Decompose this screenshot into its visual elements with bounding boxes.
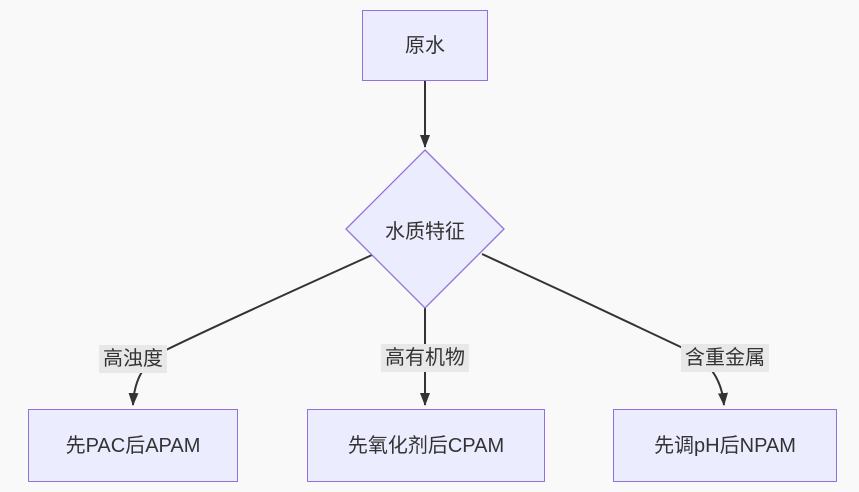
node-action-ph-npam-label: 先调pH后NPAM [654, 434, 796, 457]
node-action-oxidant-cpam-label: 先氧化剂后CPAM [347, 434, 505, 457]
node-action-pac-apam: 先PAC后APAM [28, 409, 238, 482]
edge-label-heavy-metals-text: 含重金属 [685, 347, 765, 369]
node-action-pac-apam-label: 先PAC后APAM [65, 434, 201, 457]
node-action-oxidant-cpam: 先氧化剂后CPAM [307, 409, 545, 482]
node-decision-label: 水质特征 [385, 221, 465, 243]
edge-label-high-organics: 高有机物 [381, 344, 469, 372]
edge-decision-to-ph-npam [481, 253, 728, 406]
edge-decision-to-pac-apam [128, 254, 373, 406]
edge-label-high-organics-text: 高有机物 [385, 347, 465, 369]
node-raw-water-label: 原水 [405, 34, 445, 57]
node-decision-water-quality: 水质特征 [345, 150, 505, 309]
edge-label-heavy-metals: 含重金属 [681, 344, 769, 372]
node-action-ph-npam: 先调pH后NPAM [613, 409, 837, 482]
decision-diamond-shape [345, 149, 505, 309]
edge-label-high-turbidity-text: 高浊度 [103, 348, 163, 370]
edge-label-high-turbidity: 高浊度 [99, 345, 167, 373]
node-raw-water: 原水 [362, 10, 488, 81]
